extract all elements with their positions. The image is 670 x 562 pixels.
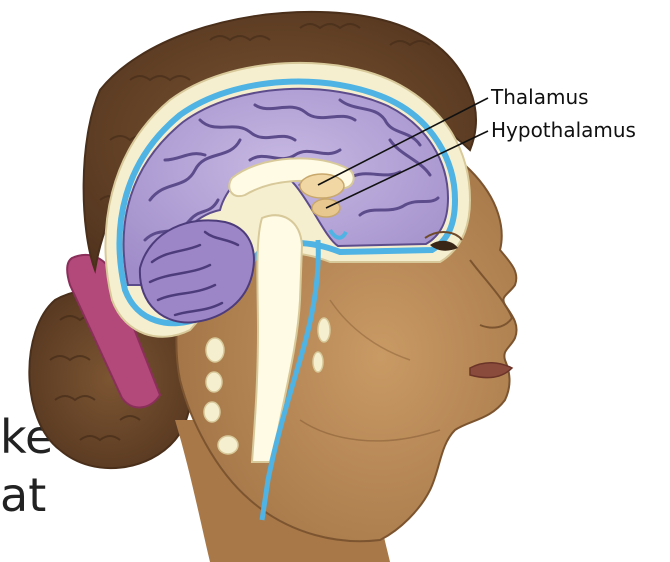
thalamus <box>300 174 344 198</box>
hypothalamus-label: Hypothalamus <box>491 120 636 140</box>
thalamus-label: Thalamus <box>491 87 589 107</box>
